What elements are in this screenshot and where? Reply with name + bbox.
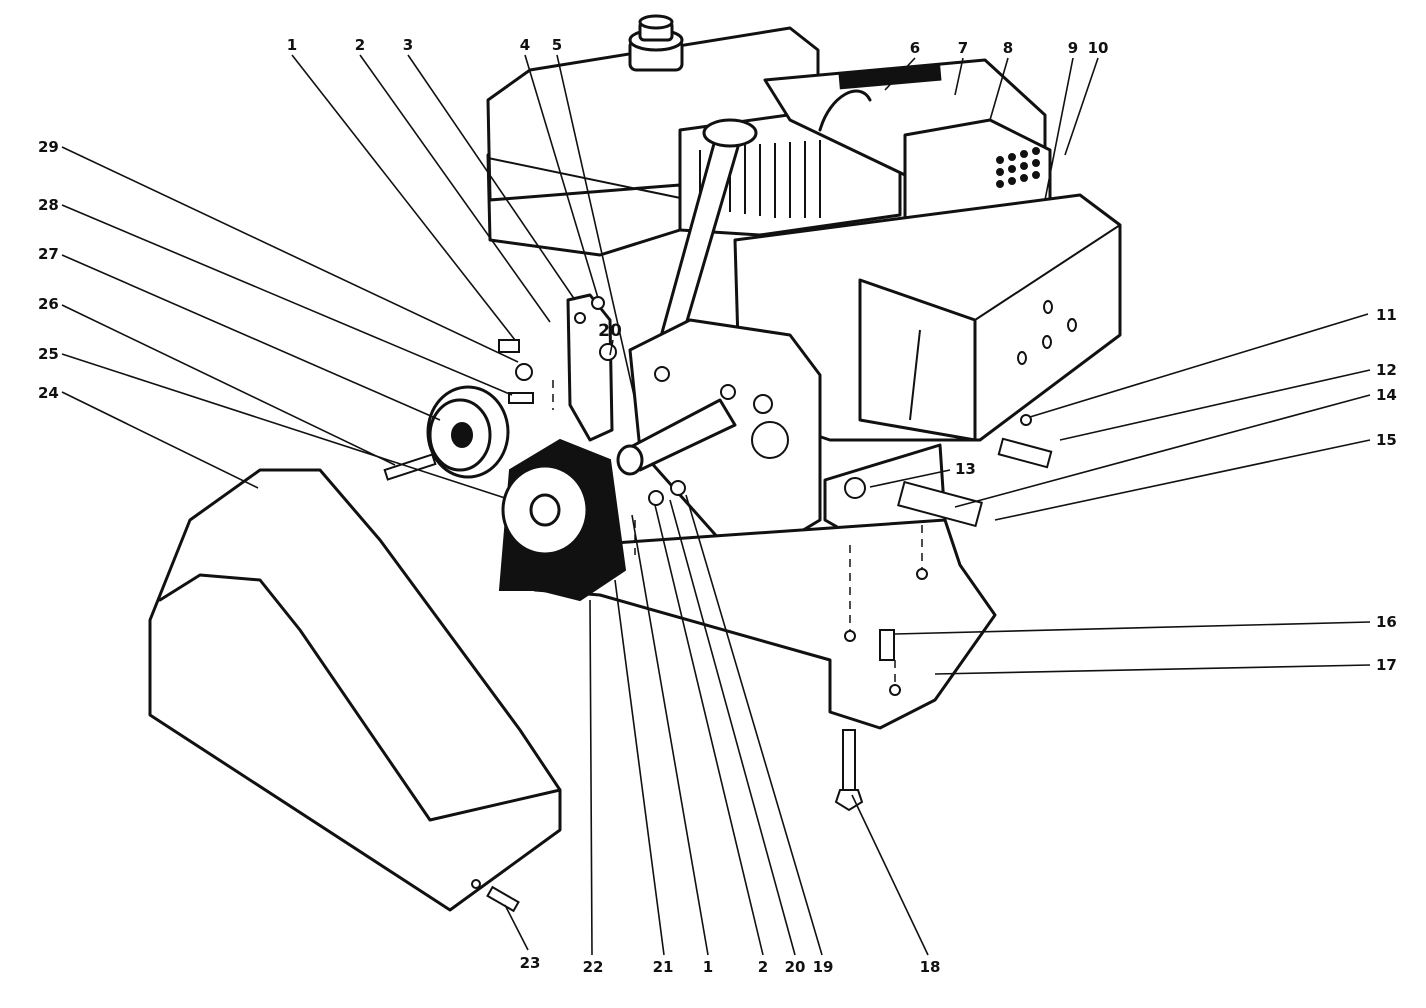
callout-2-top: 2 (355, 36, 365, 54)
gear-case (628, 318, 822, 552)
callout-7: 7 (958, 39, 968, 57)
drive-pulley (498, 438, 627, 602)
callout-19: 19 (813, 958, 834, 976)
callout-11: 11 (1376, 306, 1397, 324)
callout-26: 26 (38, 295, 59, 313)
callout-23: 23 (520, 954, 541, 972)
callout-labels: 1 2 3 4 5 6 7 8 9 10 11 12 13 14 15 16 1… (38, 36, 1397, 976)
callout-29: 29 (38, 138, 59, 156)
idler-pulley (426, 385, 510, 479)
callout-3: 3 (403, 36, 413, 54)
alignment-lines (552, 380, 923, 684)
callout-17: 17 (1376, 656, 1397, 674)
callout-1-top: 1 (287, 36, 297, 54)
fuel-cap (628, 14, 684, 72)
callout-20-bracket: 20 (598, 321, 622, 341)
base-plate (533, 518, 997, 730)
callout-5: 5 (552, 36, 562, 54)
engine-assembly (486, 14, 1122, 552)
crankshaft (616, 398, 737, 476)
callout-9: 9 (1068, 39, 1078, 57)
callout-8: 8 (1003, 39, 1013, 57)
callout-2-bottom: 2 (758, 958, 768, 976)
mounting-bracket (566, 293, 614, 442)
callout-14: 14 (1376, 386, 1397, 404)
callout-24: 24 (38, 384, 59, 402)
callout-16: 16 (1376, 613, 1397, 631)
callout-4: 4 (520, 36, 530, 54)
callout-15: 15 (1376, 431, 1397, 449)
callout-20-bottom: 20 (785, 958, 806, 976)
callout-12: 12 (1376, 361, 1397, 379)
callout-10: 10 (1088, 39, 1109, 57)
callout-18: 18 (920, 958, 941, 976)
callout-27: 27 (38, 245, 59, 263)
leader-lines (61, 54, 1371, 956)
callout-1-bottom: 1 (703, 958, 713, 976)
callout-22: 22 (583, 958, 604, 976)
belt-cover (148, 468, 562, 912)
callout-28: 28 (38, 196, 59, 214)
callout-25: 25 (38, 345, 59, 363)
callout-6: 6 (910, 39, 920, 57)
callout-21: 21 (653, 958, 674, 976)
callout-13: 13 (955, 460, 976, 478)
